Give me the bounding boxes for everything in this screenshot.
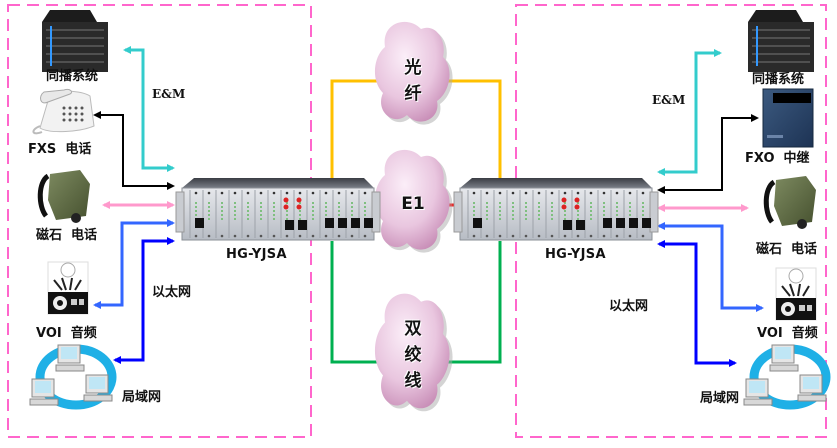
right-magneto-phone-icon	[763, 176, 816, 229]
right-site-border	[515, 4, 827, 438]
right-simulcast-server-icon	[748, 10, 814, 72]
right-fxo-link	[657, 114, 759, 194]
right-lan-computers-icon	[743, 344, 831, 410]
right-voi-audio-icon	[775, 267, 817, 321]
fiber-cloud-label: 光 纤	[398, 55, 428, 107]
left-simulcast-server-icon	[42, 10, 108, 72]
fiber-label-char: 光	[404, 58, 422, 78]
left-voi-label: VOI 音频	[36, 326, 97, 341]
fxo-pbx-cabinet-icon	[762, 88, 814, 148]
right-hg-yjsa-device	[453, 178, 659, 241]
right-ethernet-label: 以太网	[609, 299, 649, 314]
right-device-model-label: HG-YJSA	[545, 247, 606, 262]
e1-cloud	[374, 149, 453, 253]
fiber-label-char: 纤	[404, 84, 422, 104]
left-simulcast-label: 同播系统	[46, 69, 99, 84]
right-simulcast-label: 同播系统	[752, 72, 805, 87]
right-em-link	[657, 49, 722, 176]
twisted-pair-cloud	[374, 293, 453, 412]
left-fxs-link	[93, 111, 175, 190]
left-lan-label: 局域网	[122, 390, 162, 405]
left-em-link	[123, 46, 175, 172]
left-hg-yjsa-device	[175, 178, 381, 241]
left-magneto-phone-icon	[37, 170, 90, 223]
right-magneto-label: 磁石 电话	[756, 242, 818, 257]
fxs-desk-phone-icon	[32, 89, 95, 135]
left-em-label: E&M	[152, 87, 186, 101]
e1-cloud-label: E1	[393, 191, 433, 217]
left-device-model-label: HG-YJSA	[226, 247, 287, 262]
right-lan-link	[657, 240, 737, 367]
right-fxo-label: FXO 中继	[745, 151, 810, 166]
twisted-pair-label-char: 线	[404, 371, 422, 391]
twisted-pair-cloud-label: 双 绞 线	[398, 316, 428, 394]
right-voi-link	[657, 222, 764, 312]
left-magneto-label: 磁石 电话	[36, 228, 98, 243]
left-voi-audio-icon	[47, 261, 89, 315]
left-lan-computers-icon	[29, 344, 117, 410]
left-lan-link	[113, 237, 175, 364]
right-voi-label: VOI 音频	[757, 326, 818, 341]
e1-label-text: E1	[401, 194, 425, 214]
right-em-label: E&M	[652, 93, 686, 107]
left-ethernet-label: 以太网	[152, 285, 192, 300]
left-fxs-label: FXS 电话	[28, 142, 92, 157]
right-lan-label: 局域网	[700, 391, 740, 406]
twisted-pair-label-char: 绞	[404, 345, 422, 365]
fiber-cloud	[374, 21, 453, 125]
twisted-pair-label-char: 双	[404, 319, 422, 339]
